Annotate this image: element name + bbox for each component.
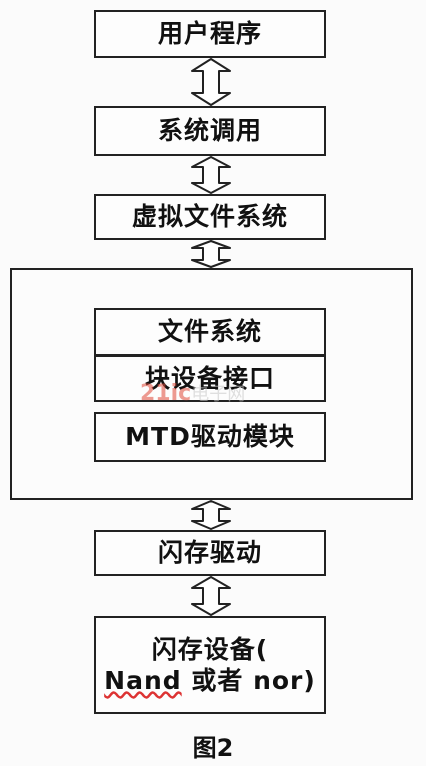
watermark: 21ic电子网 [140, 380, 245, 406]
nand-text: Nand [104, 666, 182, 695]
user-program-label: 用户程序 [157, 19, 262, 49]
nor-text: 或者 nor) [181, 666, 316, 695]
user-program-box: 用户程序 [94, 10, 326, 58]
double-arrow-icon [191, 156, 231, 194]
block-device-interface-label: 块设备接口 [144, 363, 275, 393]
mtd-driver-label: MTD驱动模块 [125, 422, 295, 452]
watermark-latin: 21ic [140, 381, 192, 406]
flash-driver-label: 闪存驱动 [157, 538, 262, 568]
figure-caption: 图2 [192, 734, 234, 762]
double-arrow-icon [191, 500, 231, 530]
double-arrow-icon [191, 240, 231, 268]
block-device-interface-box: 块设备接口 [94, 356, 326, 402]
flash-device-box: 闪存设备( Nand 或者 nor) [94, 616, 326, 714]
system-call-label: 系统调用 [157, 116, 262, 146]
flash-device-line1: 闪存设备( [151, 634, 269, 664]
double-arrow-icon [191, 58, 231, 106]
watermark-cn: 电子网 [191, 384, 246, 405]
flash-driver-box: 闪存驱动 [94, 530, 326, 576]
flash-device-line2: Nand 或者 nor) [104, 665, 316, 696]
system-call-box: 系统调用 [94, 106, 326, 156]
mtd-driver-box: MTD驱动模块 [94, 412, 326, 462]
vfs-label: 虚拟文件系统 [131, 202, 288, 232]
filesystem-label: 文件系统 [157, 317, 262, 347]
filesystem-box: 文件系统 [94, 308, 326, 356]
vfs-box: 虚拟文件系统 [94, 194, 326, 240]
double-arrow-icon [191, 576, 231, 616]
